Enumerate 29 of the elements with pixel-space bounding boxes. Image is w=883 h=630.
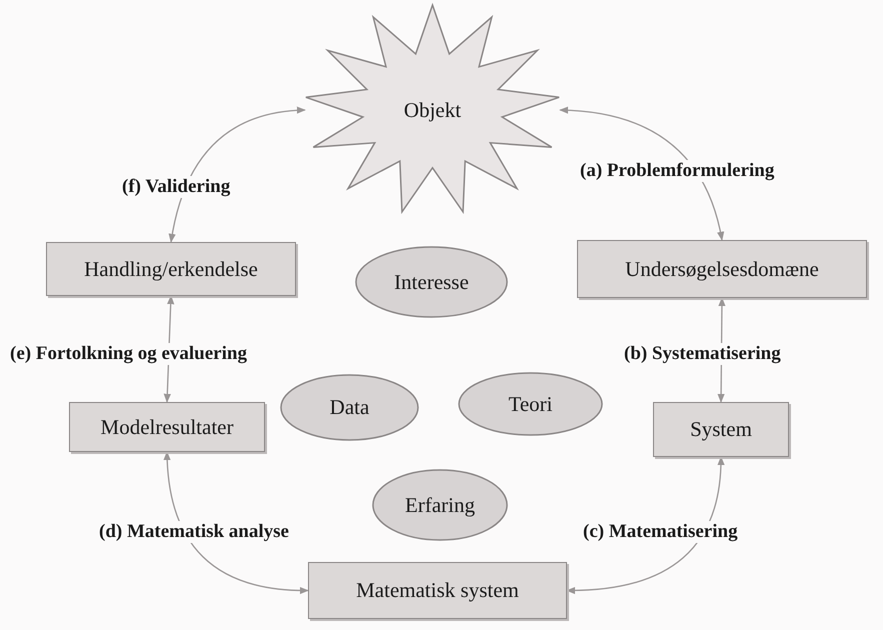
double-arrow bbox=[559, 106, 724, 241]
node-text: Modelresultater bbox=[100, 414, 234, 440]
edge-label: (d) Matematisk analyse bbox=[97, 521, 291, 543]
process-box bbox=[308, 562, 567, 619]
node-text: Interesse bbox=[394, 270, 469, 294]
edge-label: (c) Matematisering bbox=[581, 521, 740, 543]
double-arrow bbox=[164, 451, 309, 594]
ellipse-node bbox=[372, 469, 508, 541]
node-text: Undersøgelsesdomæne bbox=[625, 256, 819, 282]
process-box bbox=[577, 240, 867, 298]
process-box bbox=[653, 402, 789, 457]
edge-label: (b) Systematisering bbox=[622, 343, 783, 365]
double-arrow bbox=[168, 106, 306, 243]
node-text: Erfaring bbox=[405, 492, 475, 518]
ellipse-node bbox=[280, 374, 419, 441]
edge-label: (a) Problemformulering bbox=[578, 160, 776, 182]
node-text: Data bbox=[330, 395, 370, 420]
edge-label: (f) Validering bbox=[120, 176, 232, 198]
node-text: Objekt bbox=[404, 98, 462, 122]
star-shape bbox=[305, 5, 560, 215]
node-text: System bbox=[690, 417, 752, 442]
ellipse-node bbox=[458, 372, 603, 436]
node-text: Teori bbox=[508, 392, 552, 416]
node-text: Handling/erkendelse bbox=[84, 256, 258, 282]
edge-label: (e) Fortolkning og evaluering bbox=[8, 343, 249, 365]
process-box bbox=[46, 242, 296, 296]
ellipse-node bbox=[355, 246, 508, 318]
process-box bbox=[69, 402, 265, 452]
node-text: Matematisk system bbox=[356, 578, 519, 603]
